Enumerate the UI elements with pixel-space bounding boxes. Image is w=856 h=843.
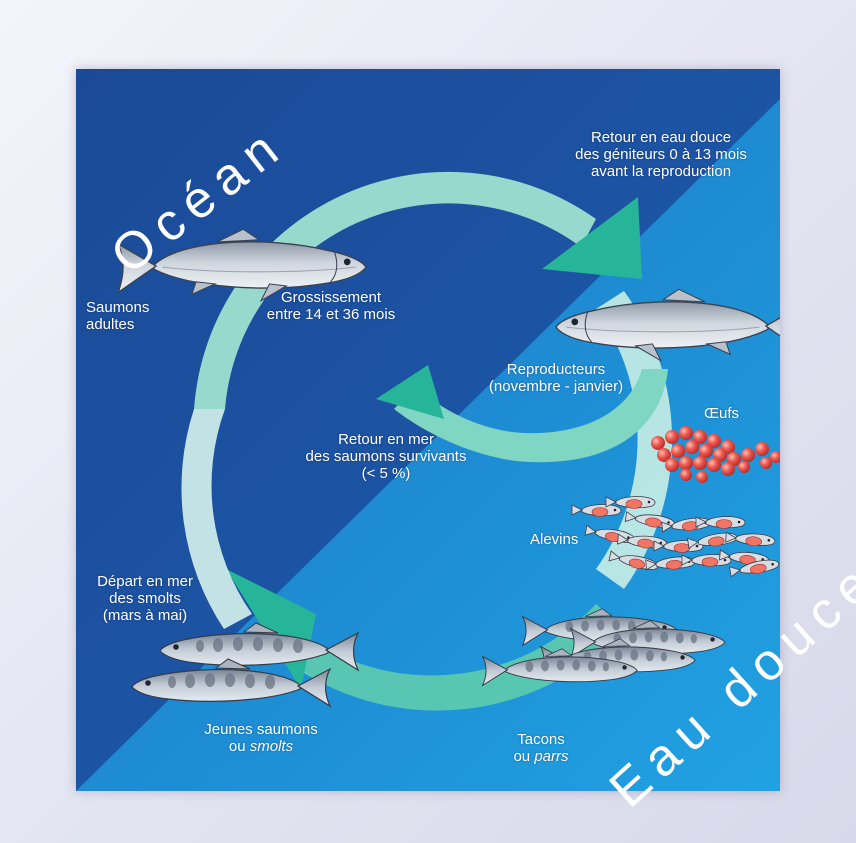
return-to-sea-arrow	[394, 369, 668, 463]
return-fresh-water-label: Retour en eau douce des géniteurs 0 à 13…	[575, 129, 747, 180]
parr-label: Tacons ou parrs	[513, 731, 569, 765]
adult-salmon-label: Saumons adultes	[86, 299, 150, 333]
cycle-arrowhead-top	[542, 197, 642, 279]
return-sea-label: Retour en mer des saumons survivants (< …	[305, 431, 467, 482]
departure-label: Départ en mer des smolts (mars à mai)	[97, 573, 193, 624]
fry-label: Alevins	[530, 531, 579, 548]
cycle-arrow-bottom	[286, 604, 624, 711]
salmon-life-cycle-diagram: Océan Eau douce Saumons adultes Grossiss…	[76, 69, 856, 819]
diagram-artwork	[76, 69, 780, 791]
growth-label: Grossissement entre 14 et 36 mois	[266, 289, 396, 323]
cycle-arrow-left	[181, 409, 252, 629]
cycle-arrow-right	[596, 291, 673, 589]
eggs-label: Œufs	[704, 405, 740, 422]
young-salmon-label: Jeunes saumons ou smolts	[204, 721, 318, 755]
spawners-label: Reproducteurs (novembre - janvier)	[488, 361, 624, 395]
cycle-arrow-top	[194, 171, 596, 409]
return-to-sea-arrowhead	[376, 365, 444, 419]
eggs-illustration	[651, 426, 780, 483]
